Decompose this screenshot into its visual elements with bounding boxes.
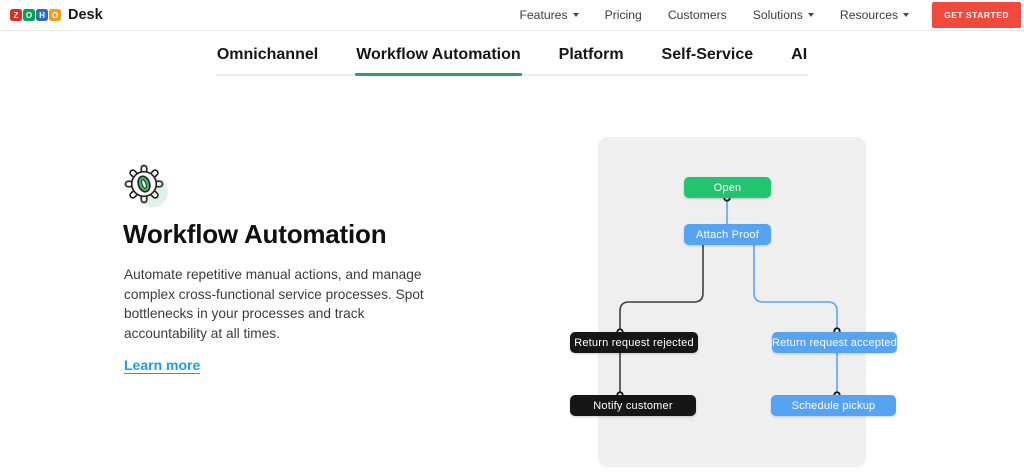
nav-item-label: Features (519, 8, 568, 22)
learn-more-link[interactable]: Learn more (124, 357, 201, 373)
logo-letter-h: H (36, 9, 48, 21)
tab-workflow-automation[interactable]: Workflow Automation (355, 44, 522, 76)
nav-item-label: Solutions (752, 8, 803, 22)
flow-node-notify-customer: Notify customer (570, 395, 696, 416)
zoho-logo-icon: Z O H O (10, 9, 61, 21)
flow-node-return-request-rejected: Return request rejected (570, 332, 698, 353)
flow-node-schedule-pickup: Schedule pickup (771, 395, 896, 416)
nav-item-customers[interactable]: Customers (655, 8, 740, 22)
chevron-down-icon (572, 13, 579, 17)
logo-letter-z: Z (10, 9, 22, 21)
gear-icon (119, 159, 173, 213)
nav-item-features[interactable]: Features (506, 8, 591, 22)
tab-self-service[interactable]: Self-Service (661, 44, 755, 74)
nav-item-resources[interactable]: Resources (827, 8, 922, 22)
chevron-down-icon (807, 13, 814, 17)
tab-label: AI (791, 46, 808, 63)
tab-label: Platform (558, 46, 624, 63)
tab-label: Self-Service (661, 46, 754, 63)
nav-item-label: Customers (667, 8, 727, 22)
flow-node-return-request-accepted: Return request accepted (772, 332, 897, 353)
logo-letter-o2: O (49, 9, 61, 21)
product-name: Desk (68, 7, 103, 23)
feature-tabbar: Omnichannel Workflow Automation Platform… (0, 44, 1024, 76)
tab-label: Workflow Automation (356, 46, 521, 63)
get-started-button[interactable]: GET STARTED (932, 2, 1021, 28)
description-line: bottlenecks in your processes and track (124, 306, 365, 322)
chevron-down-icon (903, 13, 910, 17)
tab-omnichannel[interactable]: Omnichannel (216, 44, 319, 74)
flow-node-attach-proof: Attach Proof (684, 224, 771, 245)
tab-label: Omnichannel (216, 46, 319, 63)
zoho-desk-logo[interactable]: Z O H O Desk (10, 7, 103, 23)
description-line: Automate repetitive manual actions, and … (124, 267, 422, 282)
page-title: Workflow Automation (123, 219, 387, 249)
description-line: complex cross-functional service process… (124, 286, 424, 302)
top-nav-bar: Z O H O Desk Features Pricing Customers … (0, 0, 1024, 31)
description-line: accountability at all times. (124, 326, 280, 342)
tab-platform[interactable]: Platform (558, 44, 625, 74)
nav-item-label: Pricing (604, 8, 642, 22)
main-nav: Features Pricing Customers Solutions Res… (506, 2, 1021, 28)
tab-group: Omnichannel Workflow Automation Platform… (215, 44, 809, 76)
flow-node-open: Open (684, 177, 771, 198)
nav-item-pricing[interactable]: Pricing (592, 8, 655, 22)
nav-item-label: Resources (839, 8, 899, 22)
nav-item-solutions[interactable]: Solutions (740, 8, 827, 22)
logo-letter-o1: O (23, 9, 35, 21)
active-tab-underline (355, 73, 522, 76)
tab-ai[interactable]: AI (790, 44, 808, 74)
feature-description: Automate repetitive manual actions, and … (124, 265, 484, 344)
